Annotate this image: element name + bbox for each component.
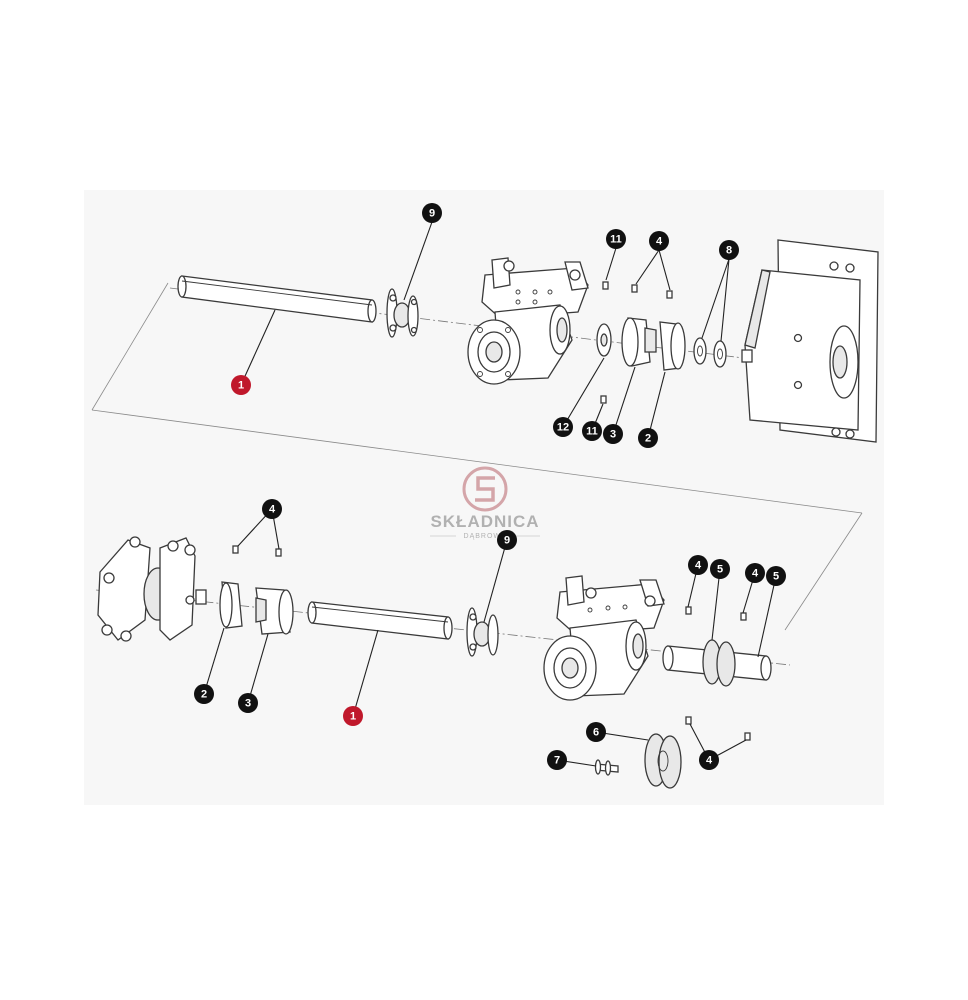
screws-part-11-top <box>600 281 609 404</box>
callout-number: 2 <box>645 433 651 445</box>
callout-number: 11 <box>610 234 622 246</box>
callout-top-1: 1 <box>231 375 251 395</box>
callout-top-11: 11 <box>582 421 602 441</box>
watermark-s-mark <box>475 476 495 502</box>
callout-top-9: 9 <box>422 203 442 223</box>
callout-bottom-3: 3 <box>238 693 258 713</box>
watermark-ring <box>462 466 508 512</box>
callout-badge <box>553 417 573 437</box>
callout-badge <box>719 240 739 260</box>
flange-coupling-part-9-bottom <box>466 607 499 657</box>
callout-number: 1 <box>238 380 244 392</box>
callout-layer: 9 11 4 8 1 12 11 3 2 4 9 4 5 4 5 2 3 1 6 7 4 <box>194 203 786 770</box>
callout-badge <box>582 421 602 441</box>
washer-part-12 <box>596 323 612 357</box>
callout-badge <box>586 722 606 742</box>
callout-badge <box>497 530 517 550</box>
callout-badge <box>231 375 251 395</box>
callout-number: 2 <box>201 689 207 701</box>
callout-number: 9 <box>429 208 435 220</box>
callout-badge <box>710 559 730 579</box>
top-assembly <box>169 239 879 443</box>
callout-bottom-4: 4 <box>699 750 719 770</box>
leader-lines <box>203 221 777 767</box>
sprocket-sleeve-part-5 <box>662 639 772 687</box>
callout-number: 6 <box>593 727 599 739</box>
callout-top-2: 2 <box>638 428 658 448</box>
bottom-assembly <box>95 536 791 789</box>
callout-bottom-7: 7 <box>547 750 567 770</box>
callout-bottom-5: 5 <box>766 566 786 586</box>
callout-number: 9 <box>504 535 510 547</box>
callout-number: 4 <box>752 568 759 580</box>
callout-badge <box>603 424 623 444</box>
callout-number: 4 <box>695 560 702 572</box>
callout-badge <box>745 563 765 583</box>
callout-badge <box>547 750 567 770</box>
flange-coupling-part-9-top <box>386 288 419 338</box>
flange-hub-left <box>97 536 207 642</box>
callout-number: 3 <box>610 429 616 441</box>
callout-number: 4 <box>706 755 713 767</box>
callout-number: 12 <box>557 422 569 434</box>
shaft-part-1-top <box>177 275 377 323</box>
callout-top-11: 11 <box>606 229 626 249</box>
callout-number: 5 <box>717 564 723 576</box>
callout-number: 5 <box>773 571 779 583</box>
watermark-sub-text: DĄBROWA <box>464 533 507 540</box>
screws-part-4-top <box>631 284 673 299</box>
callout-badge <box>262 499 282 519</box>
callout-bottom-2: 2 <box>194 684 214 704</box>
watermark-logo: SKŁADNICA DĄBROWA <box>430 466 540 540</box>
callout-number: 8 <box>726 245 732 257</box>
gearbox-bottom <box>543 575 665 701</box>
callout-badge <box>343 706 363 726</box>
gearbox-top <box>467 257 589 385</box>
callout-bottom-4: 4 <box>688 555 708 575</box>
screws-part-4-bottom-right <box>685 606 751 741</box>
double-sprocket-part-6 <box>644 733 682 789</box>
coupling-half-part-2-bottom <box>219 581 243 629</box>
callout-top-8: 8 <box>719 240 739 260</box>
callout-badge <box>606 229 626 249</box>
callout-bottom-1: 1 <box>343 706 363 726</box>
callout-top-4: 4 <box>649 231 669 251</box>
callout-bottom-6: 6 <box>586 722 606 742</box>
motor-housing-top <box>741 239 879 443</box>
callout-badge <box>699 750 719 770</box>
callout-top-3: 3 <box>603 424 623 444</box>
callout-badge <box>194 684 214 704</box>
callout-number: 3 <box>245 698 251 710</box>
callout-badge <box>422 203 442 223</box>
pin-part-7 <box>594 759 619 776</box>
callout-number: 4 <box>656 236 663 248</box>
frame-lines <box>91 282 863 631</box>
coupling-half-part-3-top <box>621 317 657 367</box>
callout-top-12: 12 <box>553 417 573 437</box>
callout-bottom-5: 5 <box>710 559 730 579</box>
watermark-brand-text: SKŁADNICA <box>430 512 539 531</box>
coupling-half-part-3-bottom <box>255 587 294 635</box>
callout-badge <box>638 428 658 448</box>
callout-bottom-9: 9 <box>497 530 517 550</box>
screws-part-4-bottom-left <box>232 545 282 557</box>
callout-badge <box>649 231 669 251</box>
shaft-part-1-bottom <box>307 601 453 640</box>
callout-badge <box>766 566 786 586</box>
callout-bottom-4: 4 <box>262 499 282 519</box>
washers-part-8 <box>693 337 727 368</box>
callout-number: 7 <box>554 755 560 767</box>
callout-badge <box>688 555 708 575</box>
callout-number: 11 <box>586 426 598 438</box>
callout-badge <box>238 693 258 713</box>
callout-number: 4 <box>269 504 276 516</box>
callout-number: 1 <box>350 711 356 723</box>
callout-bottom-4: 4 <box>745 563 765 583</box>
coupling-half-part-2-top <box>659 321 686 371</box>
